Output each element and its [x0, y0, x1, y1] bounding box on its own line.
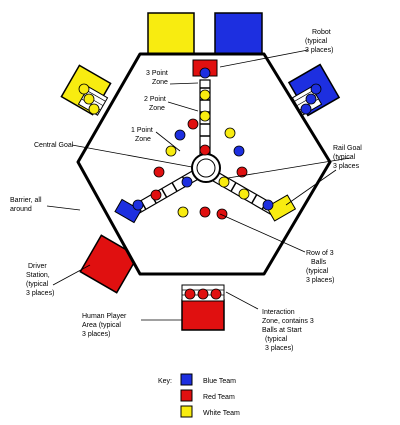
ball-red	[216, 208, 228, 220]
ball-blue	[181, 176, 193, 188]
ball-red	[153, 166, 165, 178]
legend-title: Key:	[158, 378, 172, 385]
legend-swatch-blue	[180, 373, 193, 386]
ball-blue	[233, 145, 245, 157]
ball-yellow	[83, 93, 95, 105]
ball-red	[184, 288, 196, 300]
ball-red	[236, 166, 248, 178]
legend-label-blue: Blue Team	[203, 378, 236, 385]
legend-swatch-yellow	[180, 405, 193, 418]
ball-yellow	[199, 89, 211, 101]
ball-red	[197, 288, 209, 300]
robot-blue-left	[114, 198, 142, 224]
robot-yellow-right	[265, 194, 297, 222]
ball-yellow	[165, 145, 177, 157]
driver-station-top-yellow	[147, 12, 195, 56]
legend-swatch-red	[180, 389, 193, 402]
driver-station-bottom-red	[79, 234, 139, 294]
ball-blue	[199, 67, 211, 79]
ball-yellow	[224, 127, 236, 139]
ball-blue	[132, 199, 144, 211]
central-goal-label: Central Goal	[34, 142, 74, 149]
ball-yellow	[78, 83, 90, 95]
ball-red	[210, 288, 222, 300]
ball-blue	[300, 103, 312, 115]
ball-yellow	[88, 103, 100, 115]
ball-yellow	[199, 110, 211, 122]
ball-yellow	[238, 188, 250, 200]
ball-yellow	[218, 176, 230, 188]
central-goal	[191, 153, 221, 183]
ball-blue	[262, 199, 274, 211]
ball-red	[199, 144, 211, 156]
balls	[78, 67, 322, 300]
human-player-area-red	[181, 299, 225, 331]
ball-red	[150, 189, 162, 201]
ball-yellow	[177, 206, 189, 218]
legend: Key: Blue Team Red Team White Team	[158, 373, 240, 418]
legend-label-red: Red Team	[203, 394, 235, 401]
ball-red	[199, 206, 211, 218]
legend-label-white: White Team	[203, 410, 240, 417]
ball-red	[187, 118, 199, 130]
driver-station-top-blue	[214, 12, 263, 56]
ball-blue	[174, 129, 186, 141]
leader-lines	[46, 49, 351, 321]
ball-blue	[305, 93, 317, 105]
ball-blue	[310, 83, 322, 95]
